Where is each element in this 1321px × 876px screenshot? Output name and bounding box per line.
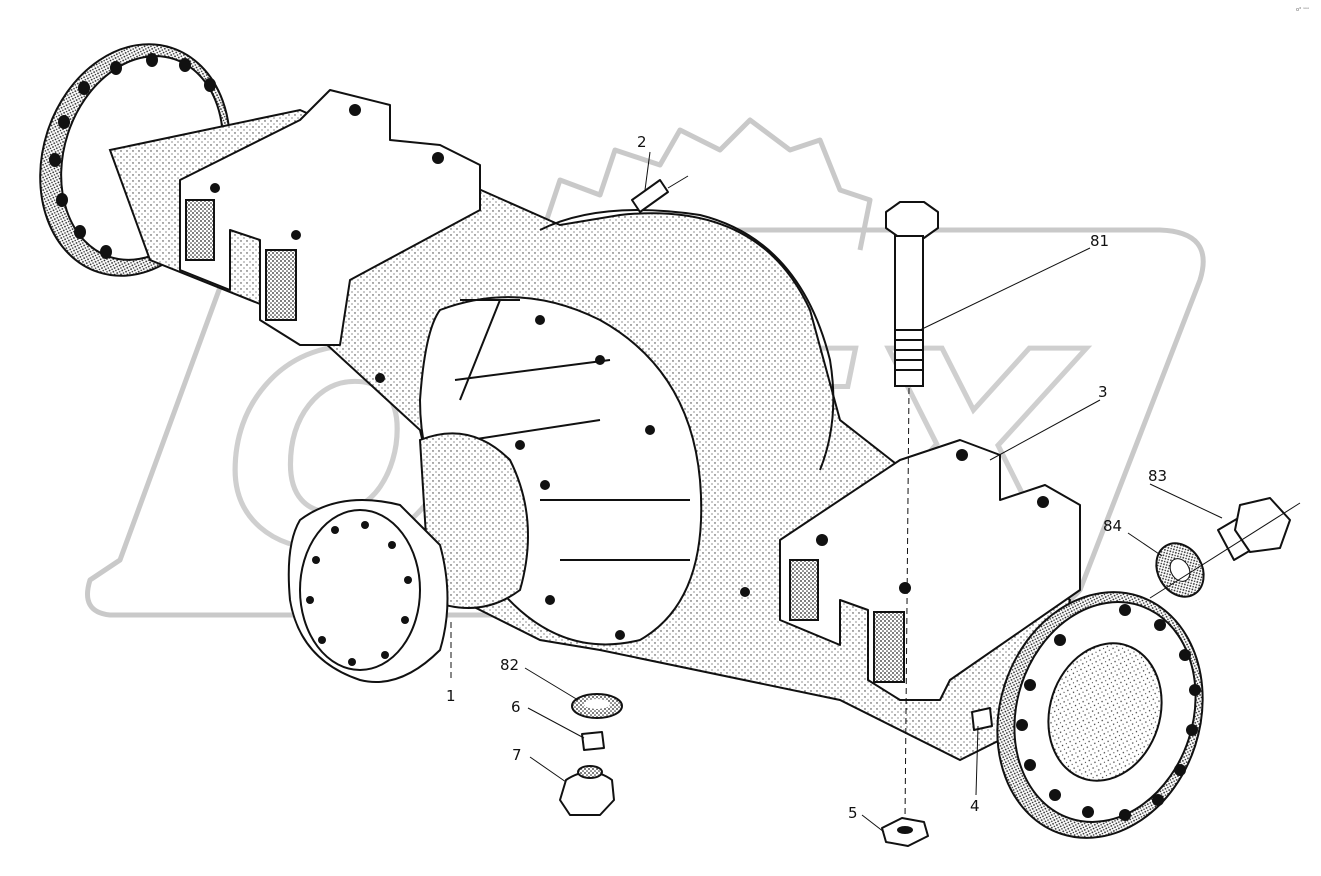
callout-83: 83	[1148, 467, 1167, 485]
callout-82: 82	[500, 656, 519, 674]
corner-mark: o° ˢᵒᵒ	[1296, 7, 1309, 13]
washer-large	[1155, 542, 1205, 598]
callout-4: 4	[970, 797, 980, 815]
bolt	[885, 201, 939, 821]
callout-5: 5	[848, 804, 858, 822]
pinion-flange	[287, 432, 529, 683]
washer	[571, 693, 623, 719]
callout-2: 2	[637, 133, 647, 151]
callout-1: 1	[446, 687, 456, 705]
breather	[631, 175, 689, 213]
filler-plug	[559, 765, 615, 816]
plug-large	[1149, 497, 1301, 599]
callouts: 1 2 3 4 5 6 7 81 82 83 84	[446, 133, 1167, 822]
right-hub-flange	[996, 591, 1204, 839]
callout-84: 84	[1103, 517, 1122, 535]
callout-3: 3	[1098, 383, 1108, 401]
callout-7: 7	[512, 746, 522, 764]
callout-81: 81	[1090, 232, 1109, 250]
plug	[971, 707, 993, 731]
nut	[881, 817, 929, 847]
drain-plug	[581, 731, 605, 751]
left-mounting-pad	[179, 89, 481, 346]
right-mounting-pad	[779, 439, 1081, 701]
callout-6: 6	[511, 698, 521, 716]
leader-lines	[450, 151, 1223, 833]
